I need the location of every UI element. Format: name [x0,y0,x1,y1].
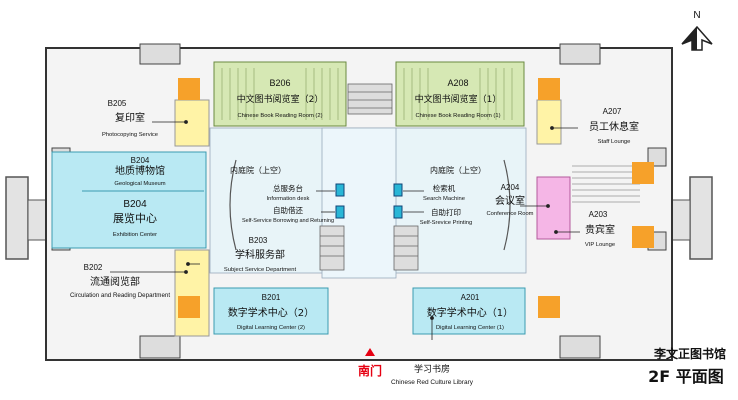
restroom-icon [538,78,560,100]
room-a207-en: Staff Lounge [598,139,631,145]
self-borrow-kiosk-icon [335,205,345,219]
room-b202-code: B202 [84,263,103,272]
south-gate-label: 南门 [358,363,382,378]
conference-seating [572,165,640,203]
room-b203-en: Subject Service Department [224,267,297,273]
room-b202-name: 流通阅览部 [90,275,140,288]
courtyard-west-label: 内庭院（上空） [230,165,286,175]
bookshelves [221,68,513,120]
search-machine-label: 检索机 [433,183,456,193]
room-b204-exhibit-en: Exhibition Center [113,232,157,238]
room-b205-en: Photocopying Service [102,132,158,138]
room-b204-museum-code: B204 [131,156,150,165]
room-b205-name: 复印室 [115,111,145,124]
south-gate-marker-icon [365,348,375,356]
north-label: N [693,10,700,21]
floor-title: 2F 平面图 [648,367,724,386]
room-b206-name: 中文图书阅览室（2） [237,93,324,105]
room-b202-en: Circulation and Reading Department [69,292,171,299]
room-a201-name: 数字学术中心（1） [427,306,513,319]
room-b206-code: B206 [269,78,290,88]
room-a203-fill [536,176,571,240]
room-b203-name: 学科服务部 [235,248,285,261]
corridor-yellow-west [174,249,210,337]
room-a203-code: A203 [589,210,608,219]
room-a204-en: Conference Room [486,211,533,217]
self-print-kiosk-icon [393,205,403,219]
courtyard-east-label: 内庭院（上空） [430,165,486,175]
room-a208-en: Chinese Book Reading Room (1) [415,113,500,119]
north-arrow-icon [681,25,713,51]
room-a201-en: Digital Learning Center (1) [436,325,504,331]
room-a207-code: A207 [603,107,622,116]
room-a203-name: 贵宾室 [585,223,615,236]
info-desk-label: 总服务台 [273,183,303,193]
room-b206-en: Chinese Book Reading Room (2) [237,113,322,119]
corridor-yellow-nw [174,99,210,147]
self-borrow-label: 自助借还 [273,205,303,215]
room-b204-fill [51,151,207,249]
info-desk-en: Information desk [267,196,310,202]
room-a204-name: 会议室 [495,194,525,207]
search-machine-en: Search Machine [423,196,465,202]
room-b203-code: B203 [249,236,268,245]
room-b205-code: B205 [108,99,127,108]
room-b204-museum-en: Geological Museum [114,181,165,187]
room-b204-exhibit-name: 展览中心 [113,211,157,225]
room-b201-en: Digital Learning Center (2) [237,325,305,331]
room-b204-exhibit-code: B204 [123,199,147,210]
restroom-icon [632,162,654,184]
restroom-icon [178,78,200,100]
room-fills [51,61,571,337]
room-b201-code: B201 [262,293,281,302]
restroom-icons [178,78,654,318]
self-print-label: 自助打印 [431,207,461,217]
room-a203-en: VIP Lounge [585,242,615,248]
restroom-icon [632,226,654,248]
leader-lines [110,120,580,340]
room-b206-fill [213,61,347,127]
search-machine-icon [393,183,403,197]
central-stairs [319,83,419,271]
room-a207-name: 员工休息室 [589,120,639,133]
self-print-en: Self-Srevice Printing [420,220,473,226]
corridor-yellow-ne [536,99,562,145]
room-a204-code: A204 [501,183,520,192]
west-arc [229,159,237,251]
room-a208-name: 中文图书阅览室（1） [415,93,502,105]
study-room-en: Chinese Red Culture Library [391,379,474,386]
room-b201-fill [213,287,329,335]
restroom-icon [178,296,200,318]
restroom-icon [538,296,560,318]
room-b202-en-wrap: Circulation and Reading Department [69,292,171,299]
east-arc [503,159,511,251]
room-b201-name: 数字学术中心（2） [228,306,314,319]
self-borrow-en: Self-Service Borrowing and Returning [242,218,334,224]
room-a201-code: A201 [461,293,480,302]
room-b204-museum-name: 地质博物馆 [115,164,165,177]
study-room-label: 学习书房 [414,363,450,375]
info-desk-icon [335,183,345,197]
room-a208-code: A208 [447,78,468,88]
room-a208-fill [395,61,525,127]
building-name: 李文正图书馆 [653,346,726,361]
